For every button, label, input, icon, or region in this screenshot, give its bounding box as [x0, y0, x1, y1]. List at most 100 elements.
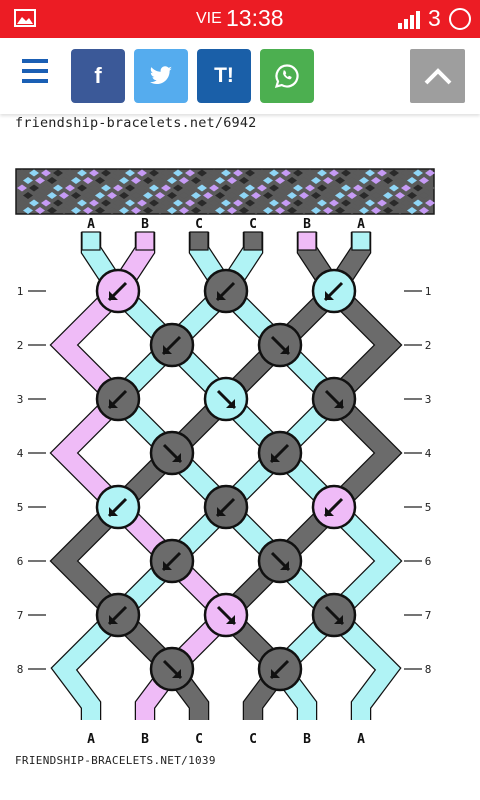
row-label-right: 3 [425, 393, 432, 406]
preview-band-cell [65, 169, 75, 177]
preview-band-cell [47, 177, 57, 184]
preview-band-cell [167, 177, 177, 184]
preview-band-cell [17, 169, 27, 177]
preview-band-cell [389, 169, 399, 177]
preview-band-cell [29, 169, 39, 177]
string-label-bottom: B [141, 732, 149, 747]
preview-band-cell [203, 192, 213, 199]
preview-band-cell [65, 199, 75, 207]
preview-band-cell [425, 169, 435, 177]
source-url-bottom: FRIENDSHIP-BRACELETS.NET/1039 [15, 754, 216, 767]
knot-arrow-head [163, 561, 172, 570]
string-label-bottom: A [357, 732, 365, 747]
preview-band-cell [329, 199, 339, 207]
preview-band-cell [221, 184, 231, 192]
facebook-share-button[interactable]: f [71, 49, 125, 103]
knot-arrow-head [172, 453, 181, 462]
row-label-left: 2 [17, 339, 24, 352]
preview-band-cell [155, 207, 165, 214]
preview-band-cell [269, 169, 279, 177]
knot [311, 268, 357, 314]
knot [149, 430, 195, 476]
preview-band-cell [287, 192, 297, 199]
preview-band-cell [17, 184, 27, 192]
preview-band-cell [419, 177, 429, 184]
string-top-end [351, 231, 371, 251]
preview-band-cell [281, 184, 291, 192]
preview-band-cell [221, 199, 231, 207]
knot-arrow-head [334, 615, 343, 624]
preview-band-cell [299, 177, 309, 184]
preview-band-cell [263, 207, 273, 214]
preview-band-cell [407, 207, 417, 214]
preview-band-cell [23, 192, 33, 199]
preview-band-cell [383, 177, 393, 184]
preview-band-cell [413, 184, 423, 192]
preview-band-cell [233, 184, 243, 192]
twitter-icon [149, 66, 172, 84]
knot [95, 484, 141, 530]
preview-band-cell [197, 184, 207, 192]
notification-circle-icon [449, 8, 471, 30]
preview-band-cell [197, 199, 207, 207]
preview-band-cell [95, 192, 105, 199]
tuenti-share-button[interactable]: T! [197, 49, 251, 103]
preview-band-cell [167, 207, 177, 214]
preview-band-cell [137, 184, 147, 192]
string-label-top: A [87, 217, 95, 232]
preview-band-cell [173, 169, 183, 177]
preview-band-cell [221, 169, 231, 177]
preview-band-cell [101, 184, 111, 192]
preview-band-cell [311, 177, 321, 184]
preview-band-cell [359, 192, 369, 199]
preview-band-cell [83, 177, 93, 184]
preview-band-cell [191, 177, 201, 184]
preview-band-cell [59, 177, 69, 184]
preview-band-cell [119, 207, 129, 214]
preview-band-cell [323, 177, 333, 184]
preview-band-cell [305, 184, 315, 192]
row-label-left: 7 [17, 609, 24, 622]
knot-arrow-head [271, 453, 280, 462]
hamburger-menu-icon[interactable] [22, 59, 48, 83]
row-label-right: 6 [425, 555, 432, 568]
chevron-up-icon [424, 68, 451, 85]
knot [257, 430, 303, 476]
preview-band-cell [35, 207, 45, 214]
scroll-to-top-button[interactable] [410, 49, 465, 103]
knots-layer [95, 268, 357, 692]
preview-band-cell [131, 192, 141, 199]
preview-band-cell [239, 207, 249, 214]
twitter-share-button[interactable] [134, 49, 188, 103]
preview-band-cell [239, 177, 249, 184]
preview-band-cell [383, 192, 393, 199]
knot-arrow-head [271, 669, 280, 678]
preview-band-cell [41, 199, 51, 207]
preview-band-cell [425, 199, 435, 207]
preview-band-cell [371, 177, 381, 184]
row-label-left: 6 [17, 555, 24, 568]
string-top-end [297, 231, 317, 251]
knot [203, 376, 249, 422]
preview-band-cell [41, 184, 51, 192]
preview-band-cell [353, 169, 363, 177]
preview-band-cell [185, 169, 195, 177]
preview-band-cell [107, 207, 117, 214]
source-url-top: friendship-bracelets.net/6942 [15, 115, 257, 131]
row-label-right: 2 [425, 339, 432, 352]
status-bar: VIE 13:38 3 [0, 0, 480, 38]
preview-band-cell [293, 169, 303, 177]
preview-band-cell [113, 169, 123, 177]
preview-band-cell [101, 199, 111, 207]
preview-band-cell [287, 177, 297, 184]
whatsapp-share-button[interactable] [260, 49, 314, 103]
knot-arrow-head [163, 345, 172, 354]
preview-band-cell [305, 199, 315, 207]
preview-band-cell [335, 177, 345, 184]
preview-band-cell [263, 177, 273, 184]
knot [257, 538, 303, 584]
preview-band-cell [59, 207, 69, 214]
preview-band-cell [341, 184, 351, 192]
